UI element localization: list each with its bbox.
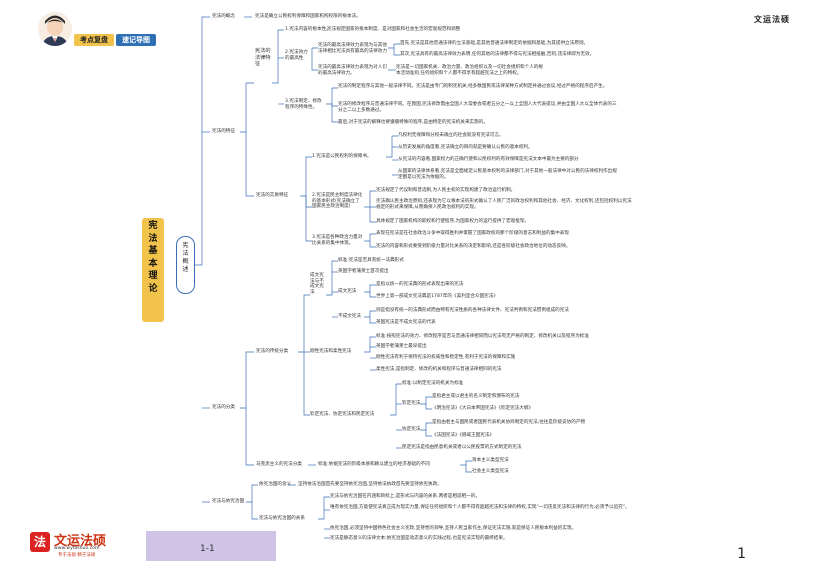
logo-slogan: 专于法硕 精于法硕 [58,553,96,558]
node-rule: 宪法与依宪治国 [212,499,245,504]
node-law-2: 2.宪法效力的最高性 [285,50,308,61]
logo-icon: 法 [30,532,50,552]
node-rigid: 刚性宪法和柔性宪法 [310,349,352,354]
node-classification: 宪法的分类 [212,405,235,410]
mindmap-badge: 速记导图 [116,34,156,46]
node-wc-b: 世界上第一部成文宪法典是1787年的《美利坚合众国宪法》 [376,294,498,299]
brand-title: 文运法硕 [754,14,790,24]
subtopic-overview-label: 宪法概述 [182,242,189,273]
node-xieding: 协定宪法 [402,427,421,432]
node-marxist-std: 标准:依据宪法的阶级本质和赖以建立的经济基础的不同 [318,462,430,467]
node-marxist: 马克思主义的宪法分类 [256,462,302,467]
node-marxist-a: 资本主义类型宪法 [472,458,509,463]
page-number: 1 [737,546,746,562]
node-enacted: 钦定宪法、协定宪法和民定宪法 [310,412,375,417]
root-topic-label: 宪法基本理论 [148,221,158,294]
page-band [146,531,276,561]
node-ess-1: 1.宪法是公民权利的保障书。 [312,154,372,159]
node-law-1: 1.宪法内容的根本性。 [285,27,331,32]
node-features: 宪法的特征 [212,129,235,134]
logo-url: www.wyfashuo.com [54,546,100,551]
node-ess-1c: 从宪法的内容看,国家权力的正确行使和公民权利的有效保障是宪法文本中最为主要的部分 [398,157,579,162]
node-ess-1d: 从国家的法律体系看,宪法是全面规定公民基本权利的法律部门,对于其他一般法律中对公… [398,169,617,180]
node-xieding-b: 《法国宪法》《挪威王国宪法》 [432,433,495,438]
logo-name: 文运法硕 [54,534,107,549]
node-law-2a: 宪法的最高法律效力表现为与其他法律相比宪法具有最高的法律效力 [318,43,387,54]
node-written-origin: 英国学者蒲莱士首次提出 [338,269,389,274]
node-law-2b: 宪法的最高法律效力表现为对人们的最高法律效力。 [318,65,387,76]
node-rigid-b: 柔性宪法,是指制定、修改的机关和程序与普通法律相同的宪法 [376,367,502,372]
node-uwc: 不成文宪法 [338,314,361,319]
node-rule-relation-b: 唯有依宪治国,方能使宪法真正成为现实力量,保证任何组织和个人都不得有超越宪法和法… [330,505,630,510]
subtopic-overview: 宪法概述 [176,236,195,294]
node-ess-1a: 凡权利无保障和分权未确立的社会就没有宪法可言。 [398,133,504,138]
node-law-features: 宪法的法律特征 [255,48,271,67]
review-badge: 考点复盘 [74,34,114,46]
node-marxist-b: 社会主义类型宪法 [472,469,509,474]
root-topic: 宪法基本理论 [142,218,164,322]
node-written: 成文宪法与不成文宪法 [310,273,324,295]
node-ess-2b: 宪法确认民主政治原则,还表现为它以根本法的形式确认了人民广泛的政治权利和其他社会… [376,199,632,210]
node-written-std: 标准:宪法是否具有统一法典形式 [338,258,404,263]
node-rule-relation-a: 宪法与依宪治国在内涵和目标上,是形式与内容的关系,两者是相适相一的。 [330,494,480,499]
node-law-2a-1: 首先,宪法是其他普通法律的立法基础,是其他普通法律制定的依据和基础,为其提供立法… [400,41,589,46]
node-ess-3a: 表现在宪法是在社会政治斗争中取得胜利并掌握了国家政权的那个阶级的意志和利益的集中… [376,231,569,236]
node-law-3: 3.宪法制定、修改程序的特殊性。 [285,99,322,110]
node-law-3b: 宪法的修改程序与普通法律不同。在我国,宪法修改需由全国人大常委会或者五分之一以上… [338,102,617,113]
node-minding: 民定宪法是指由民意机关或者以公民投票的方式制定的宪法 [402,445,522,450]
node-enacted-std: 标准:以制定宪法的机关为标准 [402,381,464,386]
node-concept-text: 宪法是确立公民权利保障和国家机构权限的根本法。 [255,14,361,19]
node-rigid-std: 标准:按照宪法的效力、修改程序是否与普通法律相同而以宪法有无严格的制定、修改机关… [376,334,589,339]
node-wc-a: 是指以统一的宪法典的形式表现出来的宪法 [376,282,464,287]
node-qinding-b: 《明治宪法》《大日本帝国宪法》《钦定宪法大纲》 [432,406,534,411]
node-xieding-a: 是指由君主与国民或者国民代表机关协商制定的宪法,往往是阶级妥协的产物 [432,420,586,425]
node-essence: 宪法的实质特征 [256,193,289,198]
node-qinding: 钦定宪法 [402,401,421,406]
node-wc: 成文宪法 [338,289,357,294]
node-traditional: 宪法的传统分类 [256,349,289,354]
node-rule-meaning: 依宪治国的含义 [259,482,292,487]
node-law-2b-text: 宪法是一切国家机关、政治力量、政治组织以及一切社会组织和个人的根本活动准则,任何… [396,65,544,76]
node-law-2a-2: 其次,宪法具有的最高法律效力表明,任何其他的法律都不得与宪法相抵触,否则,违法律… [400,52,595,57]
node-rule-meaning-text: 坚持依法治国首先要坚持依宪治国,坚持依法执政首先要坚持依宪执政。 [298,482,442,487]
node-rule-relation: 宪法与依宪治国的关系 [259,516,305,521]
node-ess-1b: 从历史发展的角度看,宪法确立的目的就是要确认公民的基本权利。 [398,145,533,150]
node-law-3a: 宪法的制定程序与其他一般法律不同。宪法是由专门的制宪机关,经多数国民或法律某种方… [338,84,608,89]
author-avatar [38,12,72,46]
node-concept: 宪法的概念 [212,14,235,19]
node-uwc-b: 英国宪法是不成文宪法的代表 [376,320,436,325]
node-rule-relation-c: 依宪治国,必须坚持中国特色社会主义宪政,坚持党的领导,坚持人民当家作主,保证宪法… [330,526,577,531]
node-ess-2c: 具体规定了国家机构的职权和行使程序,为国家权力的运行提供了宏观框架。 [376,219,530,224]
node-rigid-origin: 英国学者蒲莱士最早提出 [376,344,427,349]
page-code: 1-1 [200,544,215,554]
node-ess-3: 3.宪法是各种政治力量对比关系的集中体现。 [312,235,363,246]
node-qinding-a: 是指君主或以君主的名义制定和颁布的宪法 [432,394,520,399]
node-rule-relation-d: 宪法是静态意义的法律文本;依宪治国是动态意义的实践过程,也是宪法实现的最终结果。 [330,536,508,541]
node-ess-2: 2.宪法是民主制度法律化的基本形式(宪法确立了国家民主政治制度) [312,193,363,210]
node-ess-2a: 宪法规定了代议制和普选制,为人民主权的实现构建了政治运行机制。 [376,188,516,193]
node-ess-3b: 宪法的内容和形式要受到阶级力量对比关系的决定和影响,还是各阶级社会政治地位的动态… [376,244,571,249]
node-law-1-text: 宪法规定国家的根本制度、是对国家和社会生活的宏观规范和调整 [327,27,461,32]
node-uwc-a: 则是指没有统一的法典形式而由特有宪法性质的各种法律文件、宪法判例和宪法惯例组成的… [376,308,569,313]
node-rigid-a: 刚性宪法有利于保持宪法的权威性和稳定性,有利于宪法的保障和实施 [376,355,516,360]
node-law-3c: 最后,对于宪法的解释也要遵循特殊的程序,是由特定的宪法机关来实施的。 [338,120,488,125]
